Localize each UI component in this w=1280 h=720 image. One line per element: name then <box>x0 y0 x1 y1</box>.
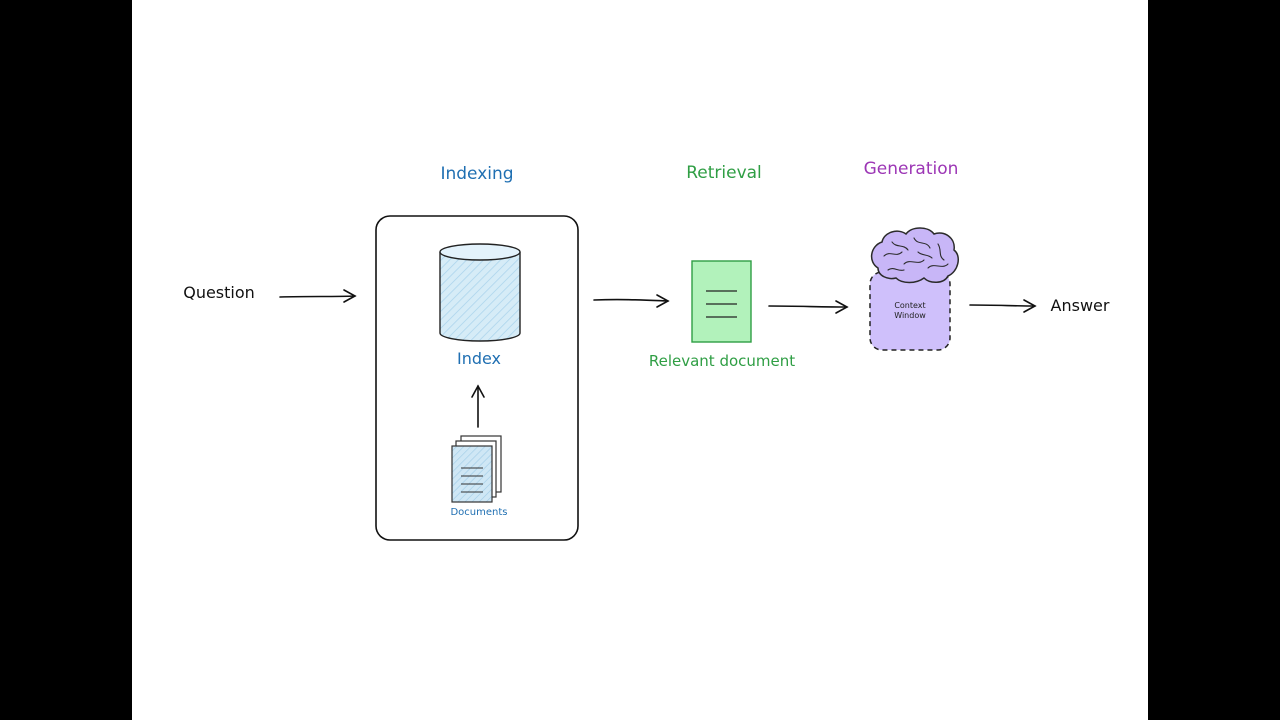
documents-icon <box>451 435 502 503</box>
question-label: Question <box>183 283 255 302</box>
arrow-indexing-to-retrieval <box>593 294 670 308</box>
arrow-generation-to-answer <box>969 299 1037 313</box>
stage-title-generation: Generation <box>864 159 959 179</box>
arrow-question-to-indexing <box>279 289 357 303</box>
relevant-document-label: Relevant document <box>649 352 795 370</box>
context-window-label-line2: Window <box>894 311 926 320</box>
context-window-label-line1: Context <box>894 301 925 310</box>
arrow-retrieval-to-generation <box>768 300 849 314</box>
documents-label: Documents <box>450 507 507 518</box>
stage-title-indexing: Indexing <box>440 164 513 184</box>
stage-title-retrieval: Retrieval <box>686 163 762 183</box>
answer-label: Answer <box>1051 296 1110 315</box>
document-icon <box>691 260 752 343</box>
database-icon <box>439 243 521 342</box>
brain-icon <box>870 227 959 284</box>
indexing-box <box>375 215 579 541</box>
rag-pipeline-diagram: Indexing Retrieval Generation Question I… <box>183 159 1110 541</box>
arrow-documents-to-index <box>471 384 485 428</box>
index-label: Index <box>457 349 501 368</box>
diagram-canvas: Indexing Retrieval Generation Question I… <box>132 0 1148 720</box>
